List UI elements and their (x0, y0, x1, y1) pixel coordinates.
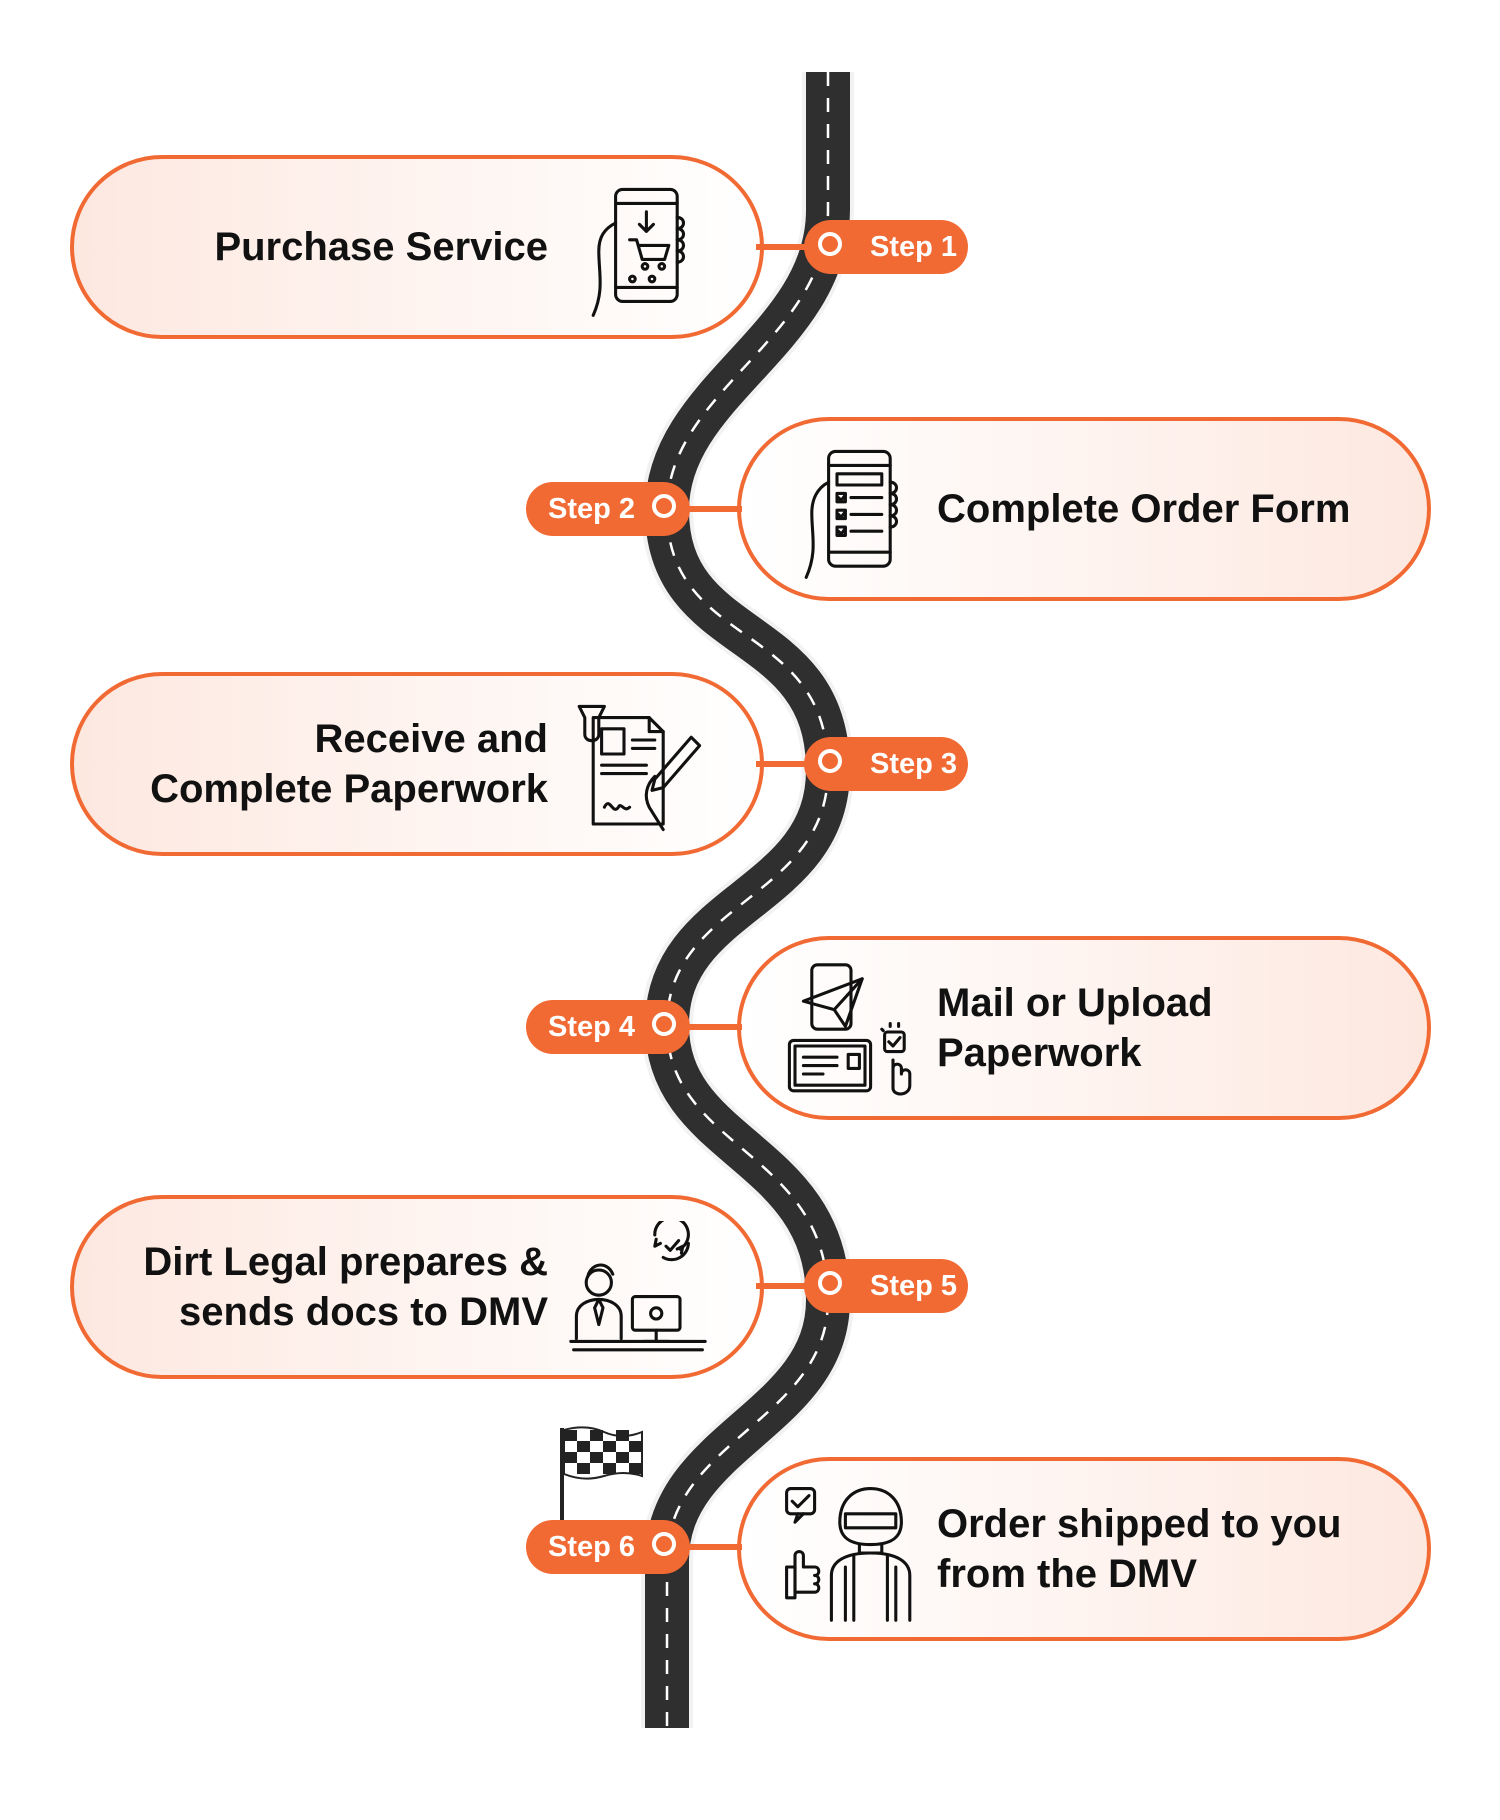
step-card-6: Order shipped to you from the DMV (737, 1457, 1431, 1641)
step-card-1: Purchase Service (70, 155, 764, 339)
step-label: Step 4 (548, 1010, 636, 1043)
step-title-line: Dirt Legal prepares & (143, 1240, 548, 1284)
step-badge-5: Step 5 (804, 1259, 968, 1313)
step-title: Order shipped to you from the DMV (937, 1461, 1407, 1637)
step-label: Step 3 (870, 747, 958, 780)
step-label: Step 6 (548, 1530, 636, 1563)
step-marker-icon (818, 1271, 842, 1295)
step-label: Step 2 (548, 492, 636, 525)
step-connector (756, 761, 816, 767)
step-badge-6: Step 6 (526, 1520, 690, 1574)
step-marker-icon (818, 232, 842, 256)
step-label: Step 5 (870, 1269, 958, 1302)
step-marker-icon (652, 1012, 676, 1036)
step-card-5: Dirt Legal prepares & sends docs to DMV (70, 1195, 764, 1379)
step-marker-icon (652, 1532, 676, 1556)
step-badge-4: Step 4 (526, 1000, 690, 1054)
step-badge-3: Step 3 (804, 737, 968, 791)
step-title-line: Purchase Service (214, 225, 548, 269)
step-connector (680, 1544, 742, 1550)
step-title-line: Order shipped to you (937, 1502, 1342, 1546)
step-title-line: Complete Paperwork (150, 767, 548, 811)
document-signing-icon (568, 698, 708, 838)
step-title-line: from the DMV (937, 1552, 1197, 1596)
checkered-flag-icon (556, 1424, 646, 1544)
step-title-line: Paperwork (937, 1031, 1142, 1075)
step-connector (680, 506, 742, 512)
step-connector (756, 244, 816, 250)
step-title: Dirt Legal prepares & sends docs to DMV (128, 1199, 548, 1375)
person-computer-icon (568, 1216, 708, 1361)
step-connector (756, 1283, 816, 1289)
step-connector (680, 1024, 742, 1030)
rider-thumbs-up-icon (781, 1483, 921, 1623)
step-marker-icon (818, 749, 842, 773)
phone-checklist-form-icon (781, 443, 921, 583)
step-title-line: Receive and (314, 717, 548, 761)
step-title-line: Complete Order Form (937, 487, 1351, 531)
step-title-line: Mail or Upload (937, 981, 1213, 1025)
step-badge-2: Step 2 (526, 482, 690, 536)
step-title-line: sends docs to DMV (179, 1290, 548, 1334)
mail-upload-icon (781, 962, 921, 1102)
step-badge-1: Step 1 (804, 220, 968, 274)
step-title: Complete Order Form (937, 421, 1407, 597)
step-card-2: Complete Order Form (737, 417, 1431, 601)
step-label: Step 1 (870, 230, 958, 263)
step-marker-icon (652, 494, 676, 518)
step-title: Purchase Service (128, 159, 548, 335)
phone-shopping-cart-icon (568, 181, 708, 321)
